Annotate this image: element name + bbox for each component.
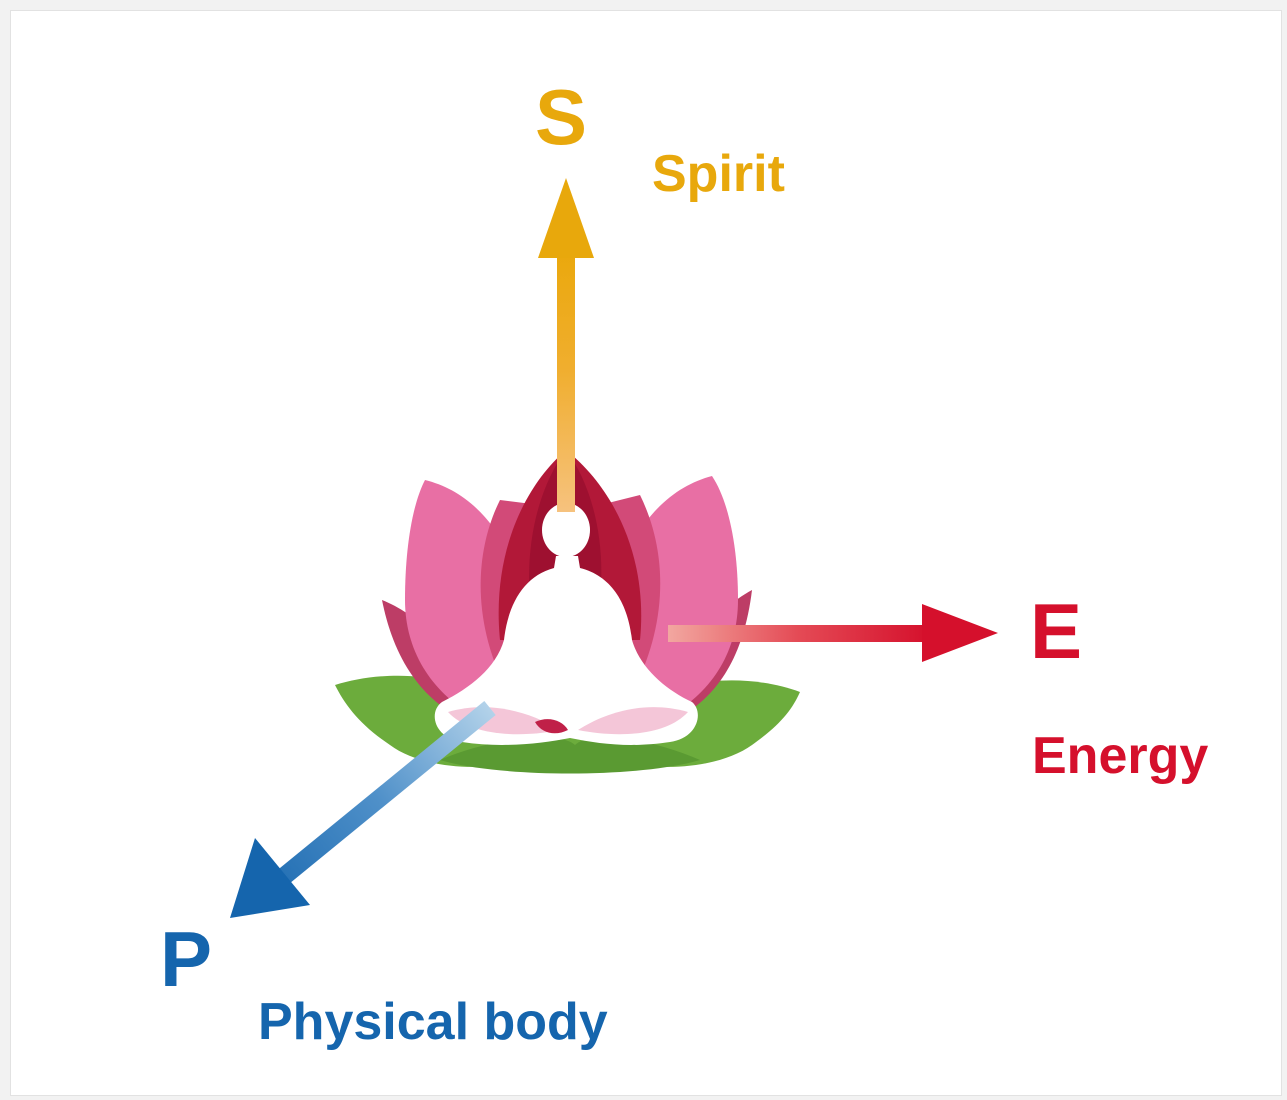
spirit-arrow [538, 178, 594, 512]
energy-label: Energy [1032, 730, 1208, 782]
physical-arrow [230, 708, 490, 918]
physical-label: Physical body [258, 996, 608, 1048]
energy-letter: E [1030, 592, 1082, 670]
spirit-letter: S [535, 78, 587, 156]
spirit-label: Spirit [652, 148, 785, 200]
physical-letter: P [160, 920, 212, 998]
